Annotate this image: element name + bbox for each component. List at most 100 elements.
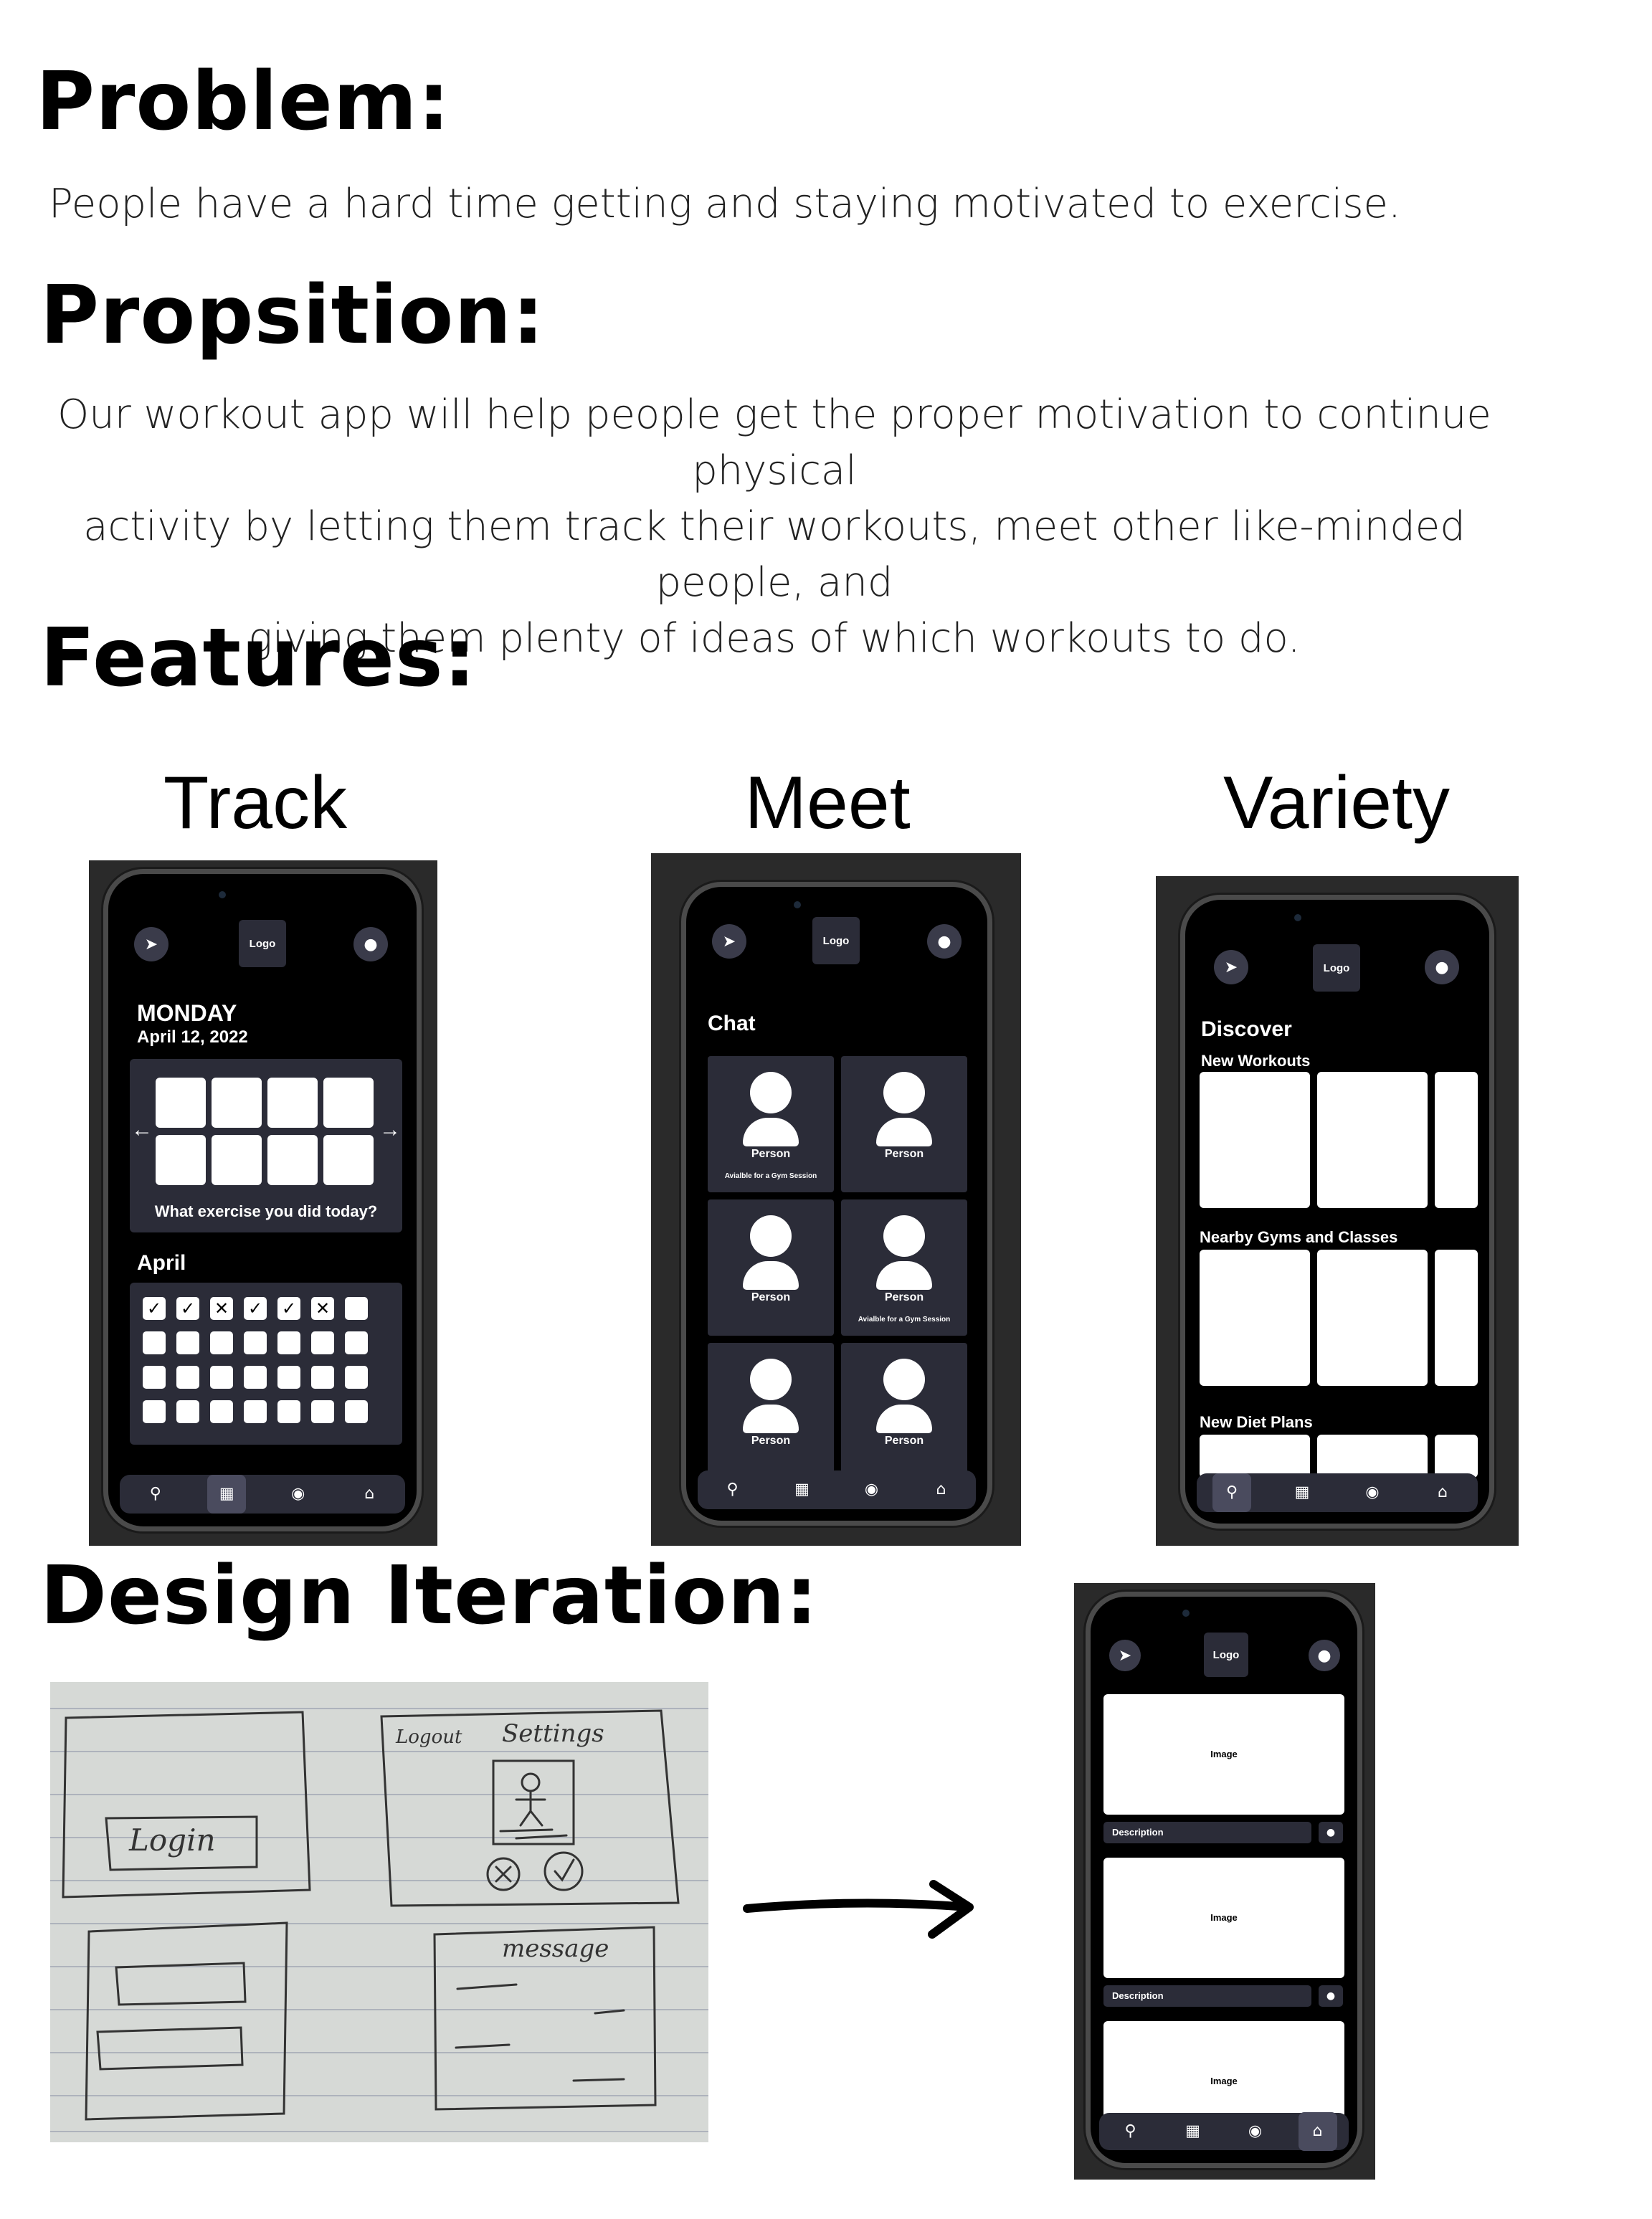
camera-icon[interactable]: ◉ [291, 1485, 305, 1503]
camera-icon[interactable]: ◉ [1248, 2122, 1263, 2140]
calendar-day[interactable]: ✓ [277, 1297, 300, 1320]
user-icon[interactable]: ● [1425, 950, 1459, 984]
proposition-line-1: Our workout app will help people get the… [57, 391, 1491, 494]
person-name: Person [884, 1291, 924, 1303]
calendar-day[interactable] [210, 1400, 233, 1423]
workout-card[interactable] [1435, 1072, 1478, 1208]
search-icon[interactable]: ⚲ [726, 1481, 739, 1498]
exercise-slot[interactable] [323, 1078, 374, 1128]
search-icon[interactable]: ⚲ [1212, 1473, 1251, 1512]
track-phone: ➤ Logo ● MONDAY April 12, 2022 ← → What … [103, 869, 422, 1531]
gym-card[interactable] [1317, 1250, 1428, 1386]
calendar-day[interactable] [176, 1331, 199, 1354]
app-logo: Logo [812, 917, 860, 964]
arrow-right-icon[interactable]: → [379, 1118, 401, 1141]
exercise-slot[interactable] [212, 1078, 262, 1128]
sketch-login-text: Login [129, 1823, 216, 1858]
calendar-icon[interactable]: ▦ [207, 1475, 247, 1514]
diet-card[interactable] [1317, 1435, 1428, 1478]
workout-card[interactable] [1200, 1072, 1310, 1208]
calendar-day[interactable] [244, 1331, 267, 1354]
iteration-phone: ➤ Logo ● Image Description ● Image Descr… [1086, 1592, 1362, 2168]
calendar-day[interactable] [143, 1366, 166, 1389]
home-icon[interactable]: ⌂ [1298, 2112, 1337, 2151]
calendar-day[interactable] [244, 1366, 267, 1389]
calendar-day[interactable] [277, 1400, 300, 1423]
calendar-day[interactable] [210, 1366, 233, 1389]
calendar-day[interactable] [345, 1366, 368, 1389]
calendar-icon[interactable]: ▦ [794, 1481, 810, 1498]
calendar-day[interactable] [244, 1400, 267, 1423]
calendar-day[interactable] [277, 1366, 300, 1389]
location-arrow-icon[interactable]: ➤ [712, 924, 746, 959]
user-icon[interactable]: ● [1319, 1822, 1343, 1843]
bottom-nav: ⚲ ▦ ◉ ⌂ [1099, 2112, 1349, 2151]
calendar-day[interactable]: ✓ [176, 1297, 199, 1320]
gym-card[interactable] [1200, 1250, 1310, 1386]
user-icon[interactable]: ● [927, 924, 962, 959]
camera-icon[interactable]: ◉ [864, 1481, 879, 1498]
person-avatar-body [743, 1261, 799, 1290]
person-avatar-body [743, 1118, 799, 1146]
calendar-day[interactable] [311, 1400, 334, 1423]
variety-phone-frame: ➤ Logo ● Discover New Workouts Nearby Gy… [1156, 876, 1519, 1546]
exercise-slot[interactable] [267, 1078, 318, 1128]
calendar-day[interactable] [176, 1366, 199, 1389]
calendar-day[interactable] [143, 1400, 166, 1423]
user-icon[interactable]: ● [1319, 1985, 1343, 2007]
calendar-day[interactable] [277, 1331, 300, 1354]
post-image-label: Image [1210, 1749, 1238, 1759]
exercise-slot[interactable] [267, 1135, 318, 1185]
post-image[interactable]: Image [1103, 2021, 1344, 2121]
calendar-day[interactable]: ✓ [143, 1297, 166, 1320]
calendar-day[interactable]: ✕ [311, 1297, 334, 1320]
workout-card[interactable] [1317, 1072, 1428, 1208]
calendar-day[interactable]: ✓ [244, 1297, 267, 1320]
calendar-day[interactable] [311, 1331, 334, 1354]
person-card[interactable]: Person [708, 1199, 834, 1336]
exercise-slot[interactable] [156, 1135, 206, 1185]
location-arrow-icon[interactable]: ➤ [1109, 1640, 1141, 1671]
exercise-slot[interactable] [323, 1135, 374, 1185]
app-logo: Logo [1313, 944, 1360, 992]
calendar-day[interactable] [176, 1400, 199, 1423]
calendar-icon[interactable]: ▦ [1294, 1483, 1310, 1501]
person-card[interactable]: Person [841, 1056, 967, 1192]
exercise-slot[interactable] [212, 1135, 262, 1185]
gym-card[interactable] [1435, 1250, 1478, 1386]
post-image[interactable]: Image [1103, 1694, 1344, 1815]
section-title-diet: New Diet Plans [1200, 1413, 1313, 1431]
post-image[interactable]: Image [1103, 1858, 1344, 1978]
calendar-day[interactable] [345, 1400, 368, 1423]
person-card[interactable]: Person [708, 1343, 834, 1479]
user-icon[interactable]: ● [353, 927, 388, 961]
calendar-day[interactable] [143, 1331, 166, 1354]
calendar-day[interactable] [210, 1331, 233, 1354]
calendar-icon[interactable]: ▦ [1185, 2122, 1200, 2140]
location-arrow-icon[interactable]: ➤ [1214, 950, 1248, 984]
search-icon[interactable]: ⚲ [1124, 2122, 1136, 2140]
diet-card[interactable] [1200, 1435, 1310, 1478]
location-arrow-icon[interactable]: ➤ [134, 927, 168, 961]
home-icon[interactable]: ⌂ [364, 1485, 375, 1503]
home-icon[interactable]: ⌂ [1438, 1483, 1448, 1501]
track-month: April [137, 1251, 186, 1275]
camera-icon[interactable]: ◉ [1365, 1483, 1380, 1501]
calendar-day[interactable] [311, 1366, 334, 1389]
diet-card[interactable] [1435, 1435, 1478, 1478]
exercise-slot[interactable] [156, 1078, 206, 1128]
calendar-day[interactable] [345, 1331, 368, 1354]
arrow-left-icon[interactable]: ← [131, 1118, 153, 1141]
person-name: Person [751, 1148, 791, 1160]
search-icon[interactable]: ⚲ [149, 1485, 161, 1503]
person-avatar-icon [750, 1072, 792, 1113]
chat-title: Chat [708, 1012, 756, 1035]
calendar-day[interactable]: ✕ [210, 1297, 233, 1320]
home-icon[interactable]: ⌂ [936, 1481, 946, 1498]
user-icon[interactable]: ● [1309, 1640, 1340, 1671]
problem-text: People have a hard time getting and stay… [49, 181, 1401, 227]
calendar-day[interactable] [345, 1297, 368, 1320]
person-card[interactable]: Person [841, 1343, 967, 1479]
